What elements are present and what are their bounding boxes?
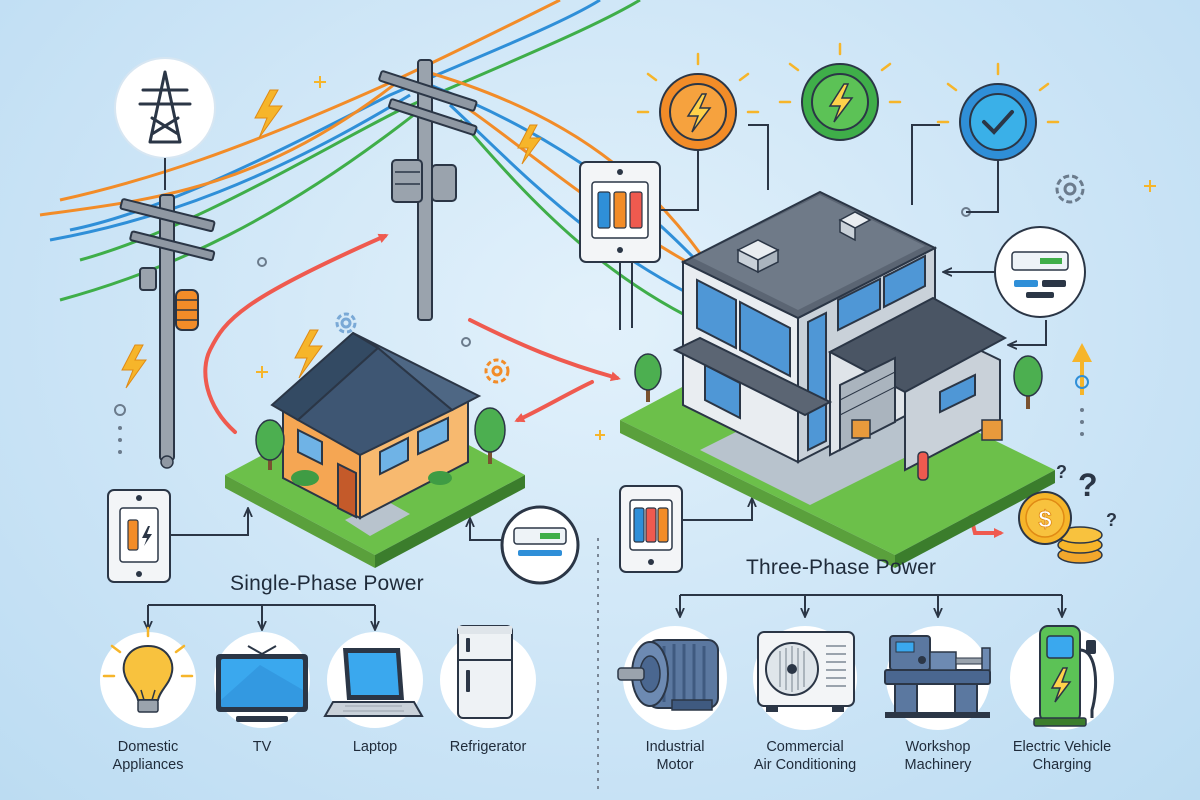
item-label-tv: TV xyxy=(252,739,272,755)
status-orange-lightning-icon xyxy=(659,73,737,151)
building-scene xyxy=(620,190,1055,568)
item-label-ev-charging: Electric Vehicle Charging xyxy=(1012,739,1112,773)
motor-icon xyxy=(617,626,727,730)
lathe-machine-icon xyxy=(884,626,991,730)
question-mark-icon: ? ? ? xyxy=(1056,462,1117,530)
single-phase-branches xyxy=(148,604,375,628)
lightbulb-icon xyxy=(100,626,196,728)
svg-text:?: ? xyxy=(1056,462,1067,482)
breaker-switch-icon xyxy=(107,489,171,583)
dot-decorations xyxy=(114,207,971,416)
electric-meter-icon xyxy=(994,226,1086,318)
utility-pole-center xyxy=(378,59,478,321)
dotted-guides xyxy=(118,408,1084,454)
item-label-industrial-motor: Industrial Motor xyxy=(645,739,705,773)
tv-icon xyxy=(214,632,310,728)
ev-charger-icon xyxy=(1010,625,1114,730)
utility-pole-left xyxy=(119,194,216,469)
coin-icon: $ xyxy=(1018,491,1103,564)
single-phase-title: Single-Phase Power xyxy=(230,572,424,595)
three-phase-title: Three-Phase Power xyxy=(746,556,937,579)
svg-text:$: $ xyxy=(1038,506,1052,533)
laptop-icon xyxy=(323,632,424,728)
item-label-commercial-air-conditioning: Commercial Air Conditioning xyxy=(753,739,857,773)
item-label-laptop: Laptop xyxy=(352,739,398,755)
status-blue-check-icon xyxy=(959,83,1037,161)
svg-text:?: ? xyxy=(1106,510,1117,530)
transmission-tower-icon xyxy=(114,57,216,190)
item-label-refrigerator: Refrigerator xyxy=(449,739,527,755)
breaker-panel-bottom xyxy=(619,485,683,573)
gear-icon xyxy=(335,174,1085,384)
item-label-domestic-appliances: Domestic Appliances xyxy=(112,739,184,773)
connector-lines xyxy=(148,124,1047,541)
home-meter-icon xyxy=(500,505,580,585)
status-rays xyxy=(636,42,1060,124)
lightning-icon xyxy=(121,89,542,389)
three-phase-branches xyxy=(680,594,1062,615)
status-green-lightning-icon xyxy=(801,63,879,141)
breaker-panel-top xyxy=(579,161,661,263)
upward-arrow xyxy=(1072,343,1092,395)
item-label-workshop-machinery: Workshop Machinery xyxy=(904,739,972,773)
air-conditioner-icon xyxy=(753,626,857,730)
svg-text:?: ? xyxy=(1078,467,1098,503)
house-scene xyxy=(225,331,525,568)
refrigerator-icon xyxy=(440,625,536,728)
sparkle-decorations xyxy=(256,76,1156,440)
